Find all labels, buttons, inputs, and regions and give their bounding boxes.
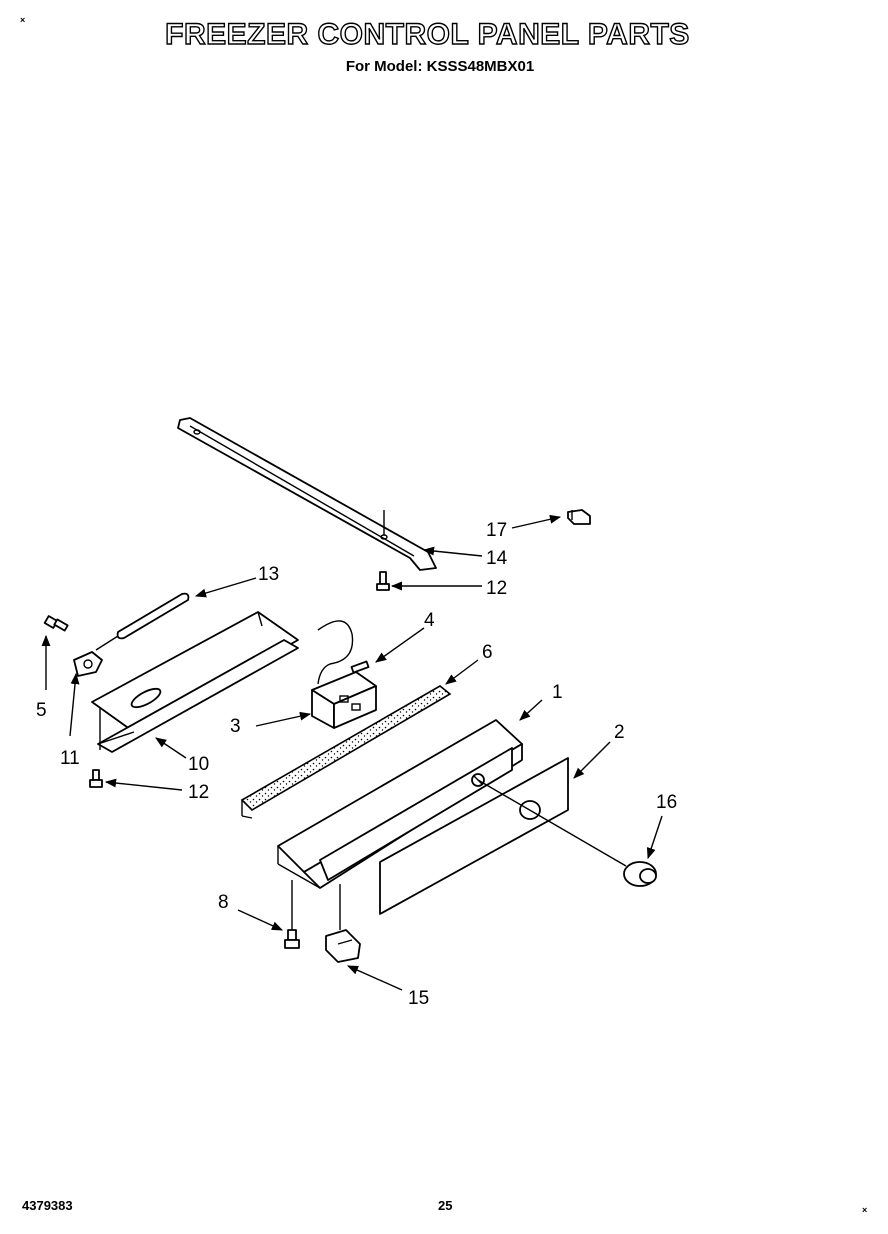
arrow-11 — [69, 672, 80, 737]
callout-1: 1 — [552, 682, 563, 703]
arrow-17 — [511, 514, 562, 529]
callout-12-lower: 12 — [188, 782, 209, 803]
leader-arrows — [41, 514, 663, 991]
sensor-tube-part-13 — [95, 592, 190, 651]
callout-16: 16 — [656, 792, 677, 813]
callout-3: 3 — [230, 716, 241, 737]
callout-4: 4 — [424, 610, 435, 631]
top-rail-part-14 — [177, 417, 437, 571]
arrow-14 — [422, 546, 483, 557]
callout-14: 14 — [486, 548, 508, 569]
screw-part-12-upper — [376, 571, 390, 591]
knob-part-16 — [477, 779, 657, 887]
callout-8: 8 — [218, 892, 229, 913]
foam-strip-part-6 — [240, 685, 452, 819]
arrow-3 — [255, 711, 312, 727]
arrow-8 — [237, 909, 284, 931]
callout-10: 10 — [188, 754, 209, 775]
clip-part-17 — [567, 509, 591, 525]
callout-11: 11 — [60, 748, 80, 769]
arrow-15 — [346, 965, 403, 991]
screw-part-4 — [350, 660, 370, 674]
arrow-6 — [445, 659, 479, 685]
screw-part-12-lower — [89, 769, 103, 788]
page-number: 25 — [438, 1198, 453, 1213]
corner-mark-bottom-right: × — [862, 1205, 868, 1215]
housing-part-1 — [277, 719, 523, 889]
callout-5: 5 — [36, 700, 47, 721]
arrow-16 — [646, 815, 663, 860]
callout-15: 15 — [408, 988, 429, 1009]
screw-part-8 — [284, 880, 300, 949]
arrow-10 — [155, 737, 187, 759]
front-panel-part-2 — [379, 757, 569, 915]
arrow-12-lower — [104, 778, 183, 791]
arrow-4 — [375, 627, 425, 663]
clip-part-11 — [73, 651, 103, 677]
latch-part-15 — [325, 884, 361, 963]
callout-6: 6 — [482, 642, 493, 663]
document-number: 4379383 — [22, 1198, 73, 1213]
callout-12-upper: 12 — [486, 578, 507, 599]
model-subtitle: For Model: KSSS48MBX01 — [345, 58, 535, 75]
callout-17: 17 — [486, 520, 507, 541]
bracket-part-10 — [91, 611, 299, 753]
page-title: FREEZER CONTROL PANEL PARTS — [164, 17, 690, 51]
arrow-2 — [573, 741, 611, 779]
control-part-3 — [311, 620, 377, 729]
callout-13: 13 — [258, 564, 279, 585]
callout-2: 2 — [614, 722, 625, 743]
arrow-1 — [519, 699, 543, 721]
arrow-13 — [194, 577, 257, 598]
corner-mark-top-left: × — [20, 15, 26, 25]
screw-part-5 — [43, 615, 69, 632]
